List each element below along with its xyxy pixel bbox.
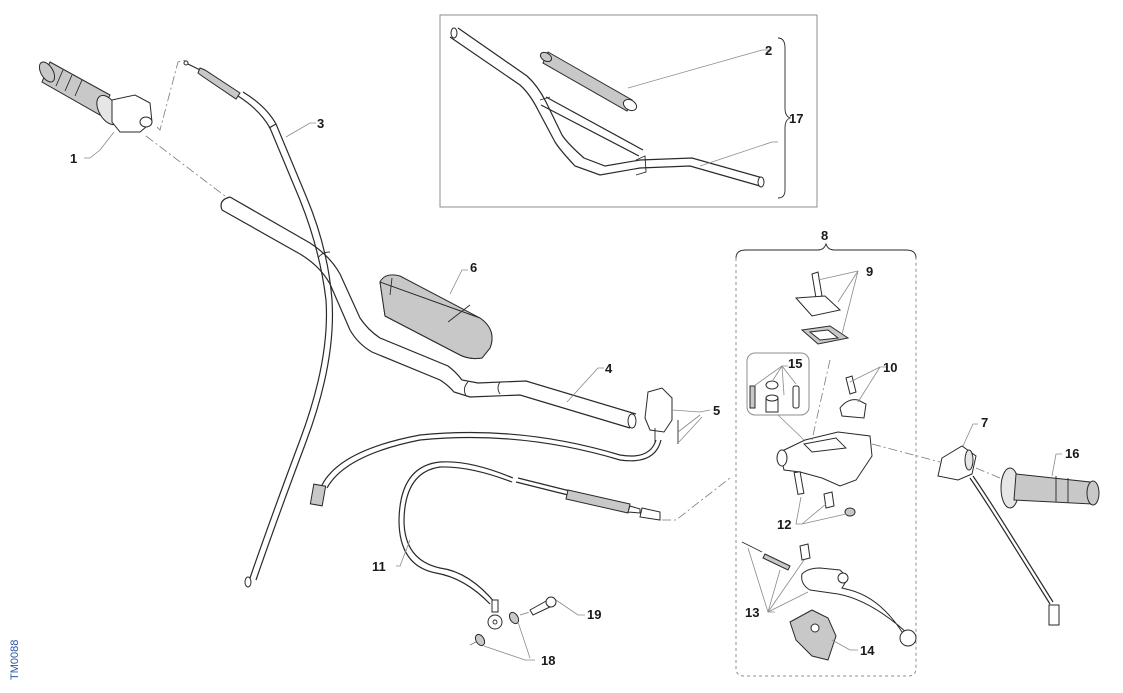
- callout-5: 5: [713, 403, 720, 418]
- master-cylinder-group: 8 9 15 1: [735, 228, 917, 677]
- inset-pad-tube-drawing: [539, 51, 638, 112]
- pivot-kit-drawing: [793, 471, 856, 517]
- callout-7: 7: [981, 415, 988, 430]
- callout-10: 10: [883, 360, 897, 375]
- reservoir-cap-drawing: [794, 271, 850, 345]
- switch-housing-drawing: [309, 387, 679, 507]
- inset-handlebar-kit: 2 17: [439, 14, 818, 208]
- callout-14: 14: [860, 643, 875, 658]
- clutch-hose-drawing: [398, 461, 661, 630]
- callout-13: 13: [745, 605, 759, 620]
- callout-19: 19: [587, 607, 601, 622]
- callout-4: 4: [605, 361, 613, 376]
- diagram-code: TM0088: [9, 640, 21, 680]
- callout-18: 18: [541, 653, 555, 668]
- clamp-drawing: [839, 375, 867, 419]
- throttle-cable-drawing: [183, 60, 334, 588]
- piston-kit-drawing: [749, 380, 800, 413]
- callout-12: 12: [777, 517, 791, 532]
- callout-6: 6: [470, 260, 477, 275]
- kit-brace: [777, 37, 792, 199]
- callout-9: 9: [866, 264, 873, 279]
- handlebar-drawing: [220, 196, 637, 429]
- callout-15: 15: [788, 356, 802, 371]
- lever-cover-drawing: [789, 609, 837, 661]
- callout-1: 1: [70, 151, 77, 166]
- handlebar-pad-drawing: [379, 274, 493, 360]
- callout-3: 3: [317, 116, 324, 131]
- callout-16: 16: [1065, 446, 1079, 461]
- callout-8: 8: [821, 228, 828, 243]
- left-grip-drawing: [1000, 467, 1100, 509]
- inset-handlebar-drawing: [449, 27, 765, 188]
- callout-17: 17: [789, 111, 803, 126]
- left-switch-drawing: [937, 445, 1060, 626]
- clutch-lever-drawing: [741, 541, 917, 647]
- master-cylinder-body-drawing: [776, 431, 873, 487]
- callout-2: 2: [765, 43, 772, 58]
- throttle-grip-drawing: [38, 61, 153, 133]
- callout-11: 11: [372, 559, 386, 574]
- banjo-washers-bolt-drawing: [469, 596, 557, 647]
